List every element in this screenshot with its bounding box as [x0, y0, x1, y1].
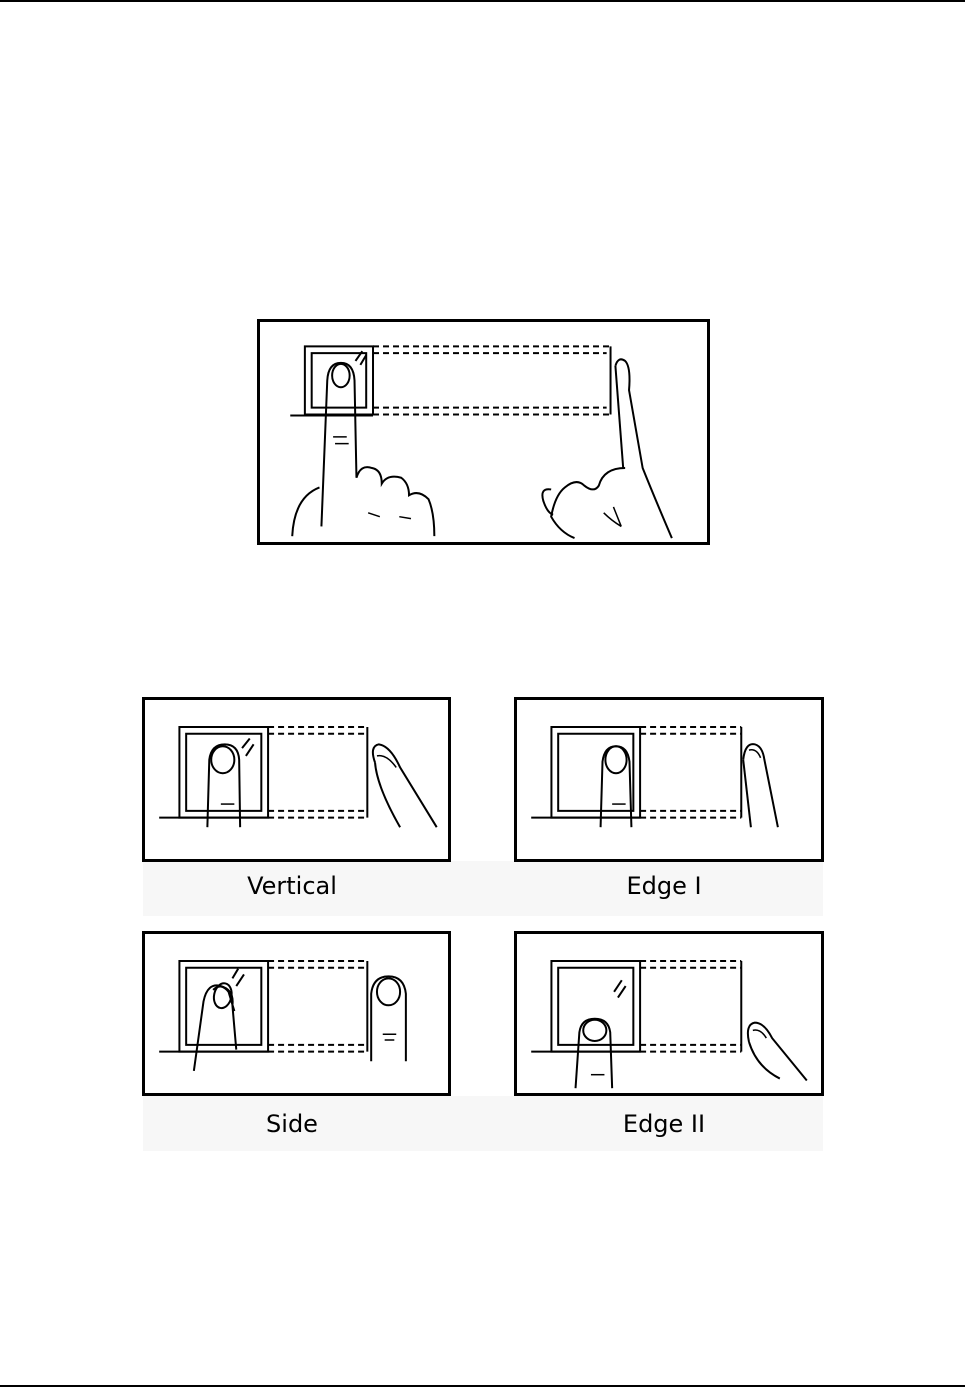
edge-i-finger-illustration — [517, 700, 821, 859]
side-placement-figure — [142, 931, 451, 1096]
edge-ii-placement-figure — [514, 931, 824, 1096]
caption-edge-i: Edge I — [514, 872, 814, 900]
finger-on-sensor-illustration — [260, 322, 707, 542]
vertical-placement-figure — [142, 697, 451, 862]
caption-edge-ii: Edge II — [514, 1110, 814, 1138]
side-finger-illustration — [145, 934, 448, 1093]
header-rule — [0, 0, 965, 2]
finger-placement-main-figure — [257, 319, 710, 545]
caption-vertical: Vertical — [142, 872, 442, 900]
vertical-finger-illustration — [145, 700, 448, 859]
edge-ii-finger-illustration — [517, 934, 821, 1093]
footer-rule — [0, 1385, 965, 1387]
caption-side: Side — [142, 1110, 442, 1138]
edge-i-placement-figure — [514, 697, 824, 862]
